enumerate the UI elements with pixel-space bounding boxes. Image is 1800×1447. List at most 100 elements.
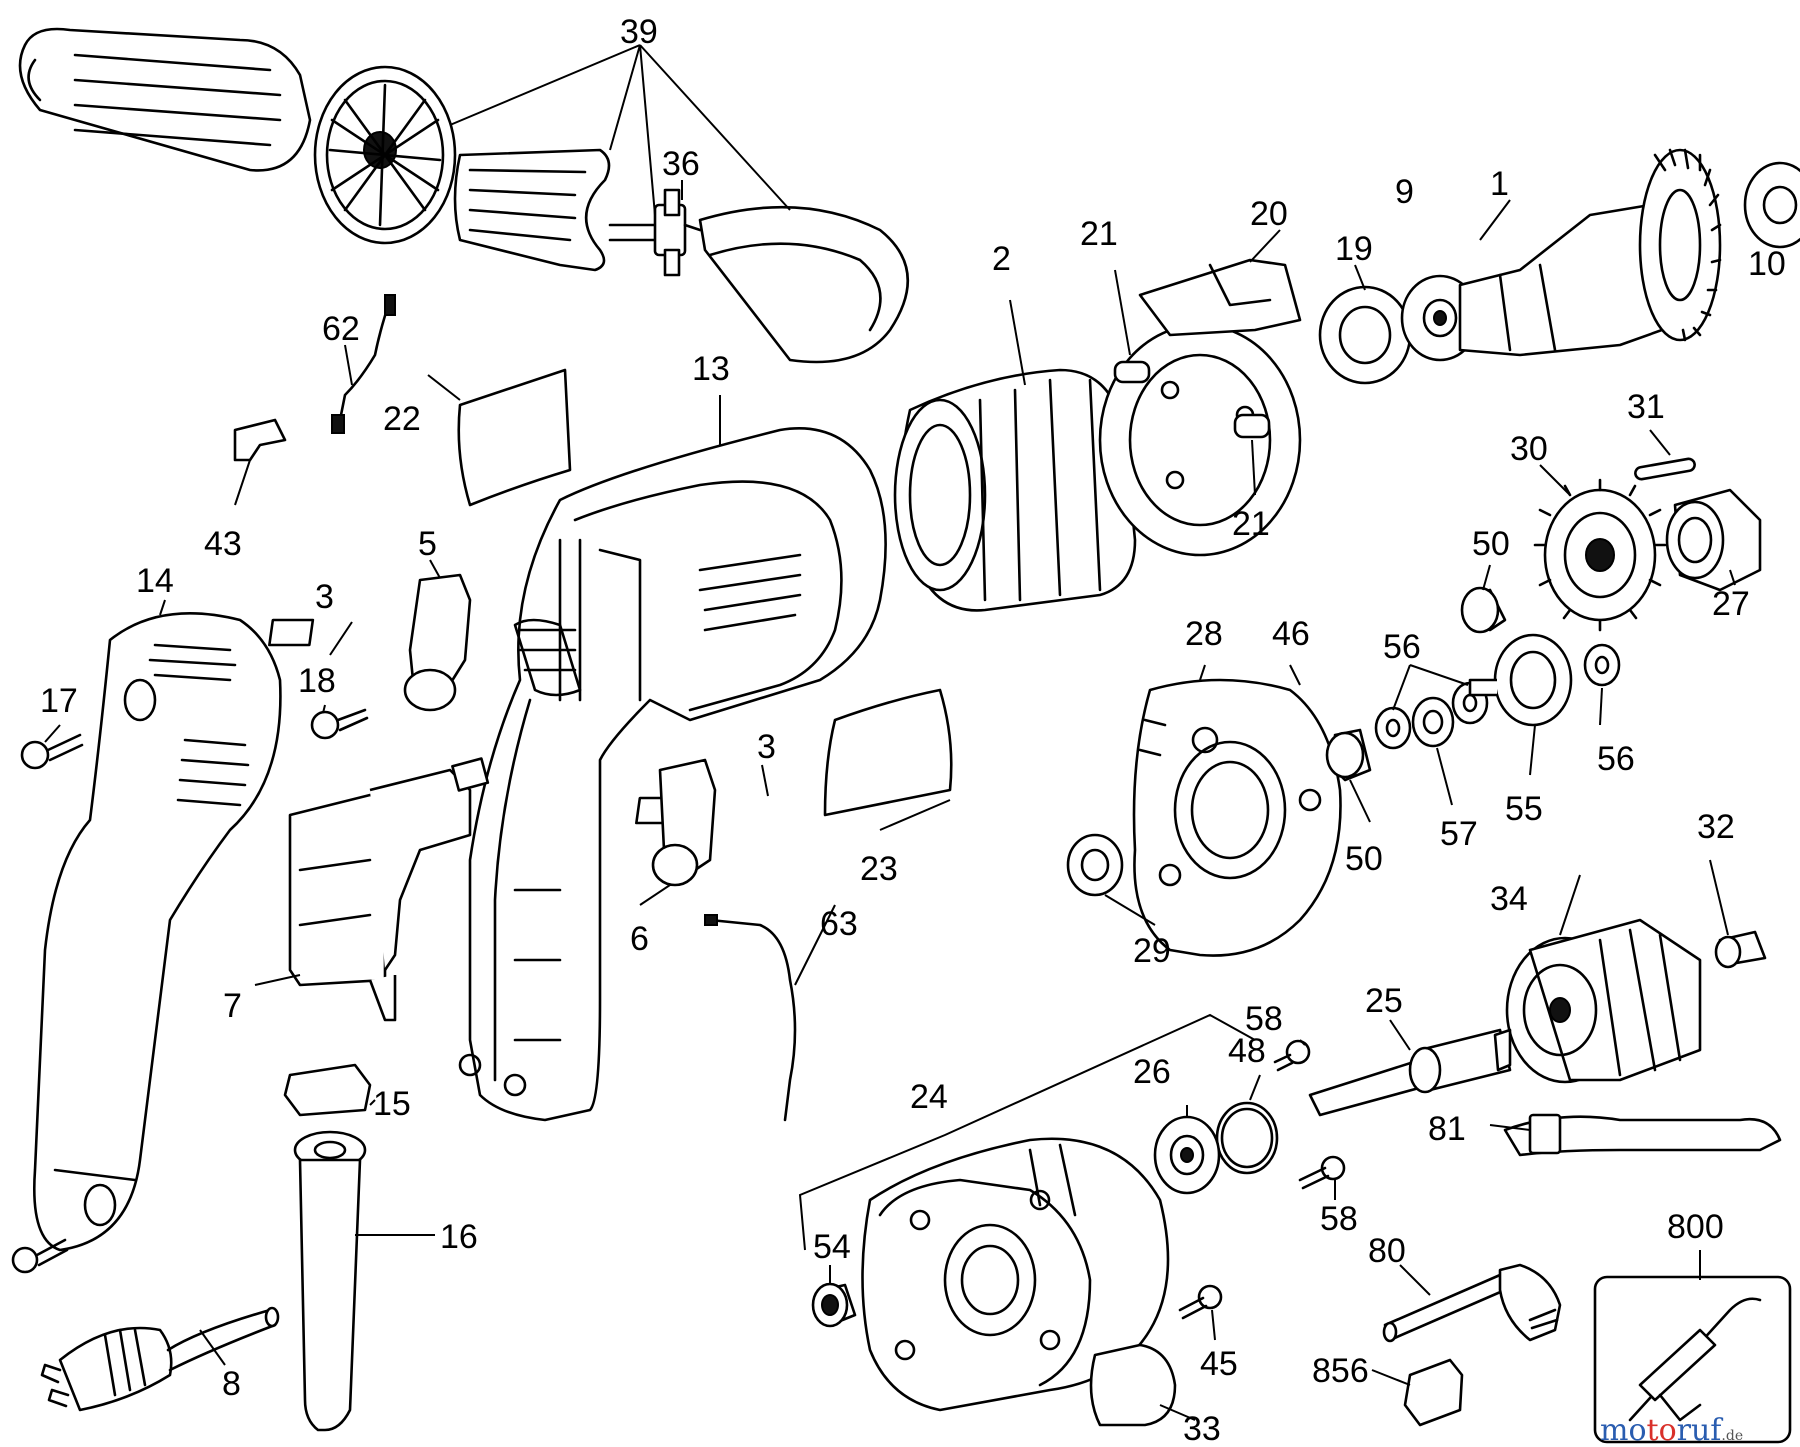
label-25: 25 (1365, 982, 1403, 1020)
label-29: 29 (1133, 932, 1171, 970)
bushing-32 (1714, 930, 1767, 969)
label-33: 33 (1183, 1410, 1221, 1447)
retainer-57 (1411, 696, 1455, 748)
label-43: 43 (204, 525, 242, 563)
label-54: 54 (813, 1228, 851, 1266)
label-58-top: 58 (1245, 1000, 1283, 1038)
clamp-bolt (608, 188, 702, 277)
armature-34 (1505, 918, 1702, 1084)
chuck-key-80 (1382, 1263, 1562, 1343)
label-21-bottom: 21 (1232, 505, 1270, 543)
sleeve-27 (1665, 488, 1762, 592)
label-32: 32 (1697, 808, 1735, 846)
label-9: 9 (1395, 173, 1414, 211)
label-48: 48 (1228, 1032, 1266, 1070)
callout-labels: 39 36 1 9 10 20 19 21 21 2 62 13 22 31 3… (40, 13, 1786, 1447)
side-handle-wheel (313, 65, 457, 245)
watermark: motoruf.de (1600, 1413, 1743, 1447)
screw-17 (20, 733, 84, 770)
label-16: 16 (440, 1218, 478, 1256)
label-14: 14 (136, 562, 174, 600)
bushing-54 (811, 1282, 857, 1328)
label-34: 34 (1490, 880, 1528, 918)
washer-29 (1066, 833, 1124, 897)
label-19: 19 (1335, 230, 1373, 268)
side-handle-grip (18, 27, 312, 172)
label-8: 8 (222, 1365, 241, 1403)
washer-56c (1583, 643, 1621, 687)
label-36: 36 (662, 145, 700, 183)
label-56-right: 56 (1597, 740, 1635, 778)
label-56-top: 56 (1383, 628, 1421, 666)
leader-lines (44, 44, 1736, 1421)
label-80: 80 (1368, 1232, 1406, 1270)
label-3-left: 3 (315, 578, 334, 616)
switch-7 (288, 757, 490, 1022)
brush-holder-6 (651, 758, 717, 887)
label-800: 800 (1667, 1208, 1724, 1246)
brush-holder-ring (1098, 258, 1302, 557)
label-63: 63 (820, 905, 858, 943)
label-55: 55 (1505, 790, 1543, 828)
screw-58a (1273, 1039, 1311, 1072)
label-21-top: 21 (1080, 215, 1118, 253)
clip-856 (1403, 1358, 1464, 1427)
bearing-19 (1318, 285, 1412, 385)
gear-housing-24 (861, 1137, 1170, 1412)
bearing-10 (1743, 161, 1800, 249)
nameplate-22 (457, 368, 572, 507)
label-7: 7 (223, 987, 242, 1025)
armature-1 (1458, 148, 1722, 357)
screw-45 (1178, 1284, 1223, 1320)
field-coil (893, 368, 1137, 612)
label-57: 57 (1440, 815, 1478, 853)
pin-21b (1233, 413, 1271, 439)
spindle-25 (1308, 1028, 1512, 1117)
label-23: 23 (860, 850, 898, 888)
label-50-bottom: 50 (1345, 840, 1383, 878)
bushing-50b (1325, 728, 1372, 782)
label-31: 31 (1627, 388, 1665, 426)
label-20: 20 (1250, 195, 1288, 233)
label-13: 13 (692, 350, 730, 388)
label-30: 30 (1510, 430, 1548, 468)
label-18: 18 (298, 662, 336, 700)
screw-bottom (11, 1238, 69, 1274)
cap-33 (1089, 1343, 1177, 1427)
label-26: 26 (1133, 1053, 1171, 1091)
label-39: 39 (620, 13, 658, 51)
pin-31 (1634, 457, 1696, 481)
label-10: 10 (1748, 245, 1786, 283)
washer-56a (1374, 706, 1412, 750)
switch-clip (233, 418, 287, 462)
label-1: 1 (1490, 165, 1509, 203)
screw-58b (1298, 1155, 1346, 1190)
watermark-suffix: .de (1721, 1428, 1743, 1444)
label-27: 27 (1712, 585, 1750, 623)
label-24: 24 (910, 1078, 948, 1116)
watermark-part-3: ruf (1677, 1413, 1724, 1447)
bushing-50a (1460, 586, 1507, 634)
watermark-part-1: mo (1600, 1413, 1647, 1447)
cord-clamp-15 (283, 1063, 372, 1117)
label-2: 2 (992, 240, 1011, 278)
label-3-right: 3 (757, 728, 776, 766)
label-856: 856 (1312, 1352, 1369, 1390)
label-22: 22 (383, 400, 421, 438)
label-5: 5 (418, 525, 437, 563)
label-58-bottom: 58 (1320, 1200, 1358, 1238)
brush-3a (268, 618, 315, 647)
bearing-26 (1153, 1115, 1221, 1195)
gear-30 (1533, 478, 1667, 632)
label-46: 46 (1272, 615, 1310, 653)
nameplate-23 (823, 688, 953, 817)
label-17: 17 (40, 682, 78, 720)
gear-55 (1468, 633, 1573, 727)
snap-ring-48 (1215, 1101, 1279, 1175)
side-handle-clamp-knob (453, 148, 611, 272)
label-50-top: 50 (1472, 525, 1510, 563)
strap-81 (1503, 1113, 1782, 1157)
label-6: 6 (630, 920, 649, 958)
